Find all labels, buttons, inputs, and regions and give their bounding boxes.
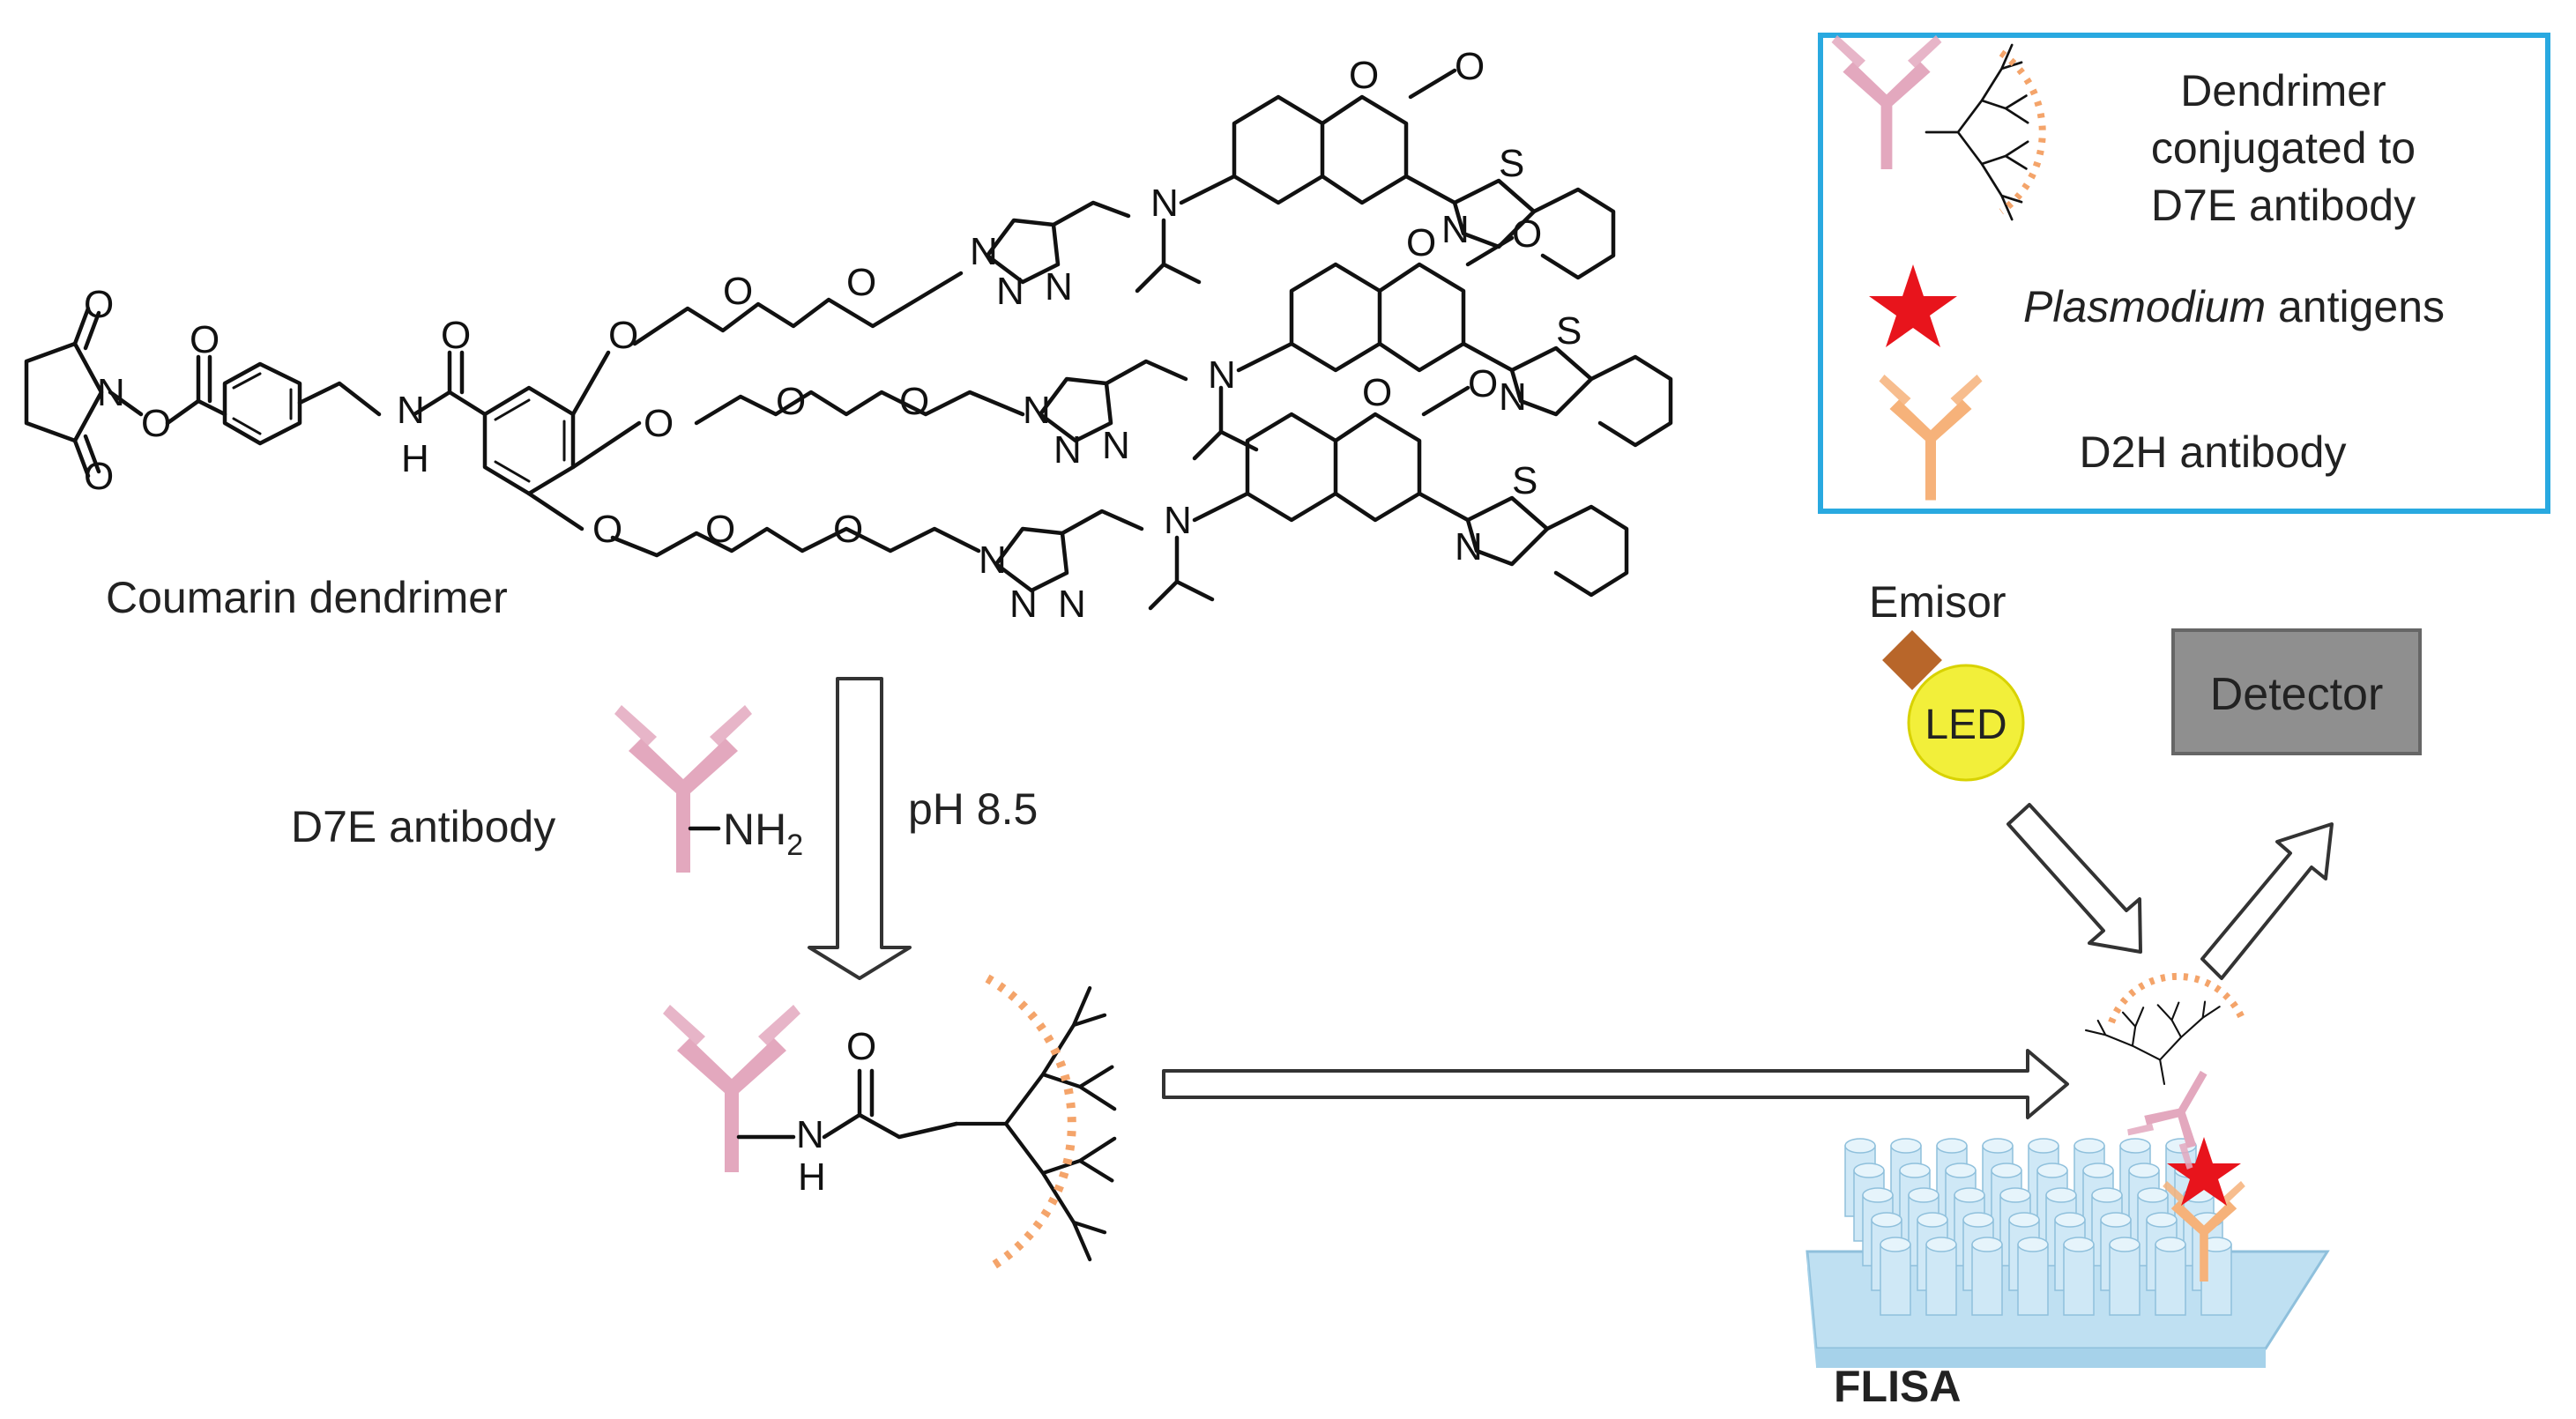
triazole-2 bbox=[1038, 359, 1188, 443]
svg-text:N: N bbox=[1455, 525, 1483, 568]
svg-text:N: N bbox=[1441, 208, 1470, 251]
detector-box bbox=[2171, 628, 2422, 755]
svg-text:H: H bbox=[401, 437, 429, 480]
dendrimer-tips bbox=[985, 974, 1076, 1274]
detector-label: Detector bbox=[2210, 669, 2384, 720]
svg-text:N: N bbox=[1208, 353, 1236, 397]
svg-text:S: S bbox=[1556, 309, 1582, 353]
central-benzene bbox=[482, 350, 642, 531]
svg-text:O: O bbox=[846, 1025, 876, 1068]
svg-text:O: O bbox=[190, 318, 220, 361]
svg-text:N: N bbox=[996, 270, 1024, 313]
plate-well bbox=[2109, 1237, 2140, 1316]
svg-text:N: N bbox=[1499, 375, 1527, 419]
svg-text:O: O bbox=[84, 455, 114, 498]
svg-text:O: O bbox=[899, 380, 929, 423]
svg-text:N: N bbox=[1164, 499, 1192, 542]
svg-text:N: N bbox=[796, 1113, 824, 1156]
reaction-arrow-down bbox=[808, 677, 912, 980]
plate-well bbox=[1971, 1237, 2003, 1316]
svg-text:O: O bbox=[846, 261, 876, 304]
svg-text:N: N bbox=[1058, 583, 1086, 626]
antibody-dendrimer-conjugate: N H O bbox=[663, 974, 1114, 1274]
process-arrow-right bbox=[1162, 1049, 2069, 1119]
plate-antigen-star-icon bbox=[2167, 1137, 2241, 1206]
excitation-arrow bbox=[2006, 803, 2142, 954]
coumarin-unit-2 bbox=[1289, 235, 1673, 448]
svg-text:N: N bbox=[1102, 424, 1130, 467]
d7e-antibody-icon bbox=[663, 1005, 800, 1172]
plate-well bbox=[2017, 1237, 2049, 1316]
svg-text:S: S bbox=[1499, 142, 1524, 185]
svg-text:O: O bbox=[1468, 362, 1498, 405]
svg-text:N: N bbox=[1053, 428, 1082, 472]
svg-text:H: H bbox=[798, 1155, 826, 1199]
svg-text:N: N bbox=[970, 230, 998, 273]
succinimide-group bbox=[24, 306, 227, 479]
triazole-3 bbox=[994, 509, 1144, 593]
svg-text:O: O bbox=[441, 314, 471, 357]
plate-well bbox=[1925, 1237, 1957, 1316]
svg-text:O: O bbox=[705, 508, 735, 551]
ph-condition-label: pH 8.5 bbox=[908, 784, 1038, 834]
svg-text:O: O bbox=[1455, 45, 1485, 88]
svg-text:O: O bbox=[84, 283, 114, 326]
legend-entry-1-line-2: conjugated to bbox=[2151, 123, 2416, 173]
coumarin-dendrimer-structure: O O N O O N H O O O O O O O O O O N N N … bbox=[24, 45, 1673, 626]
dendrimer-icon bbox=[957, 988, 1114, 1259]
svg-text:O: O bbox=[592, 508, 622, 551]
legend-antigen-star-icon bbox=[1869, 264, 1957, 347]
svg-text:LED: LED bbox=[1925, 702, 2006, 748]
svg-text:O: O bbox=[644, 402, 674, 445]
d7e-antibody-label: D7E antibody bbox=[291, 802, 555, 851]
svg-text:O: O bbox=[723, 270, 753, 313]
structure-caption: Coumarin dendrimer bbox=[106, 573, 508, 622]
svg-text:N: N bbox=[1150, 182, 1179, 225]
coumarin-unit-1 bbox=[1232, 68, 1616, 280]
svg-text:S: S bbox=[1512, 459, 1537, 502]
plate-well bbox=[2155, 1237, 2186, 1316]
svg-text:O: O bbox=[833, 508, 863, 551]
plate-well bbox=[1880, 1237, 1911, 1316]
plate-dendrimer-icon bbox=[2082, 993, 2232, 1097]
svg-text:N: N bbox=[1045, 265, 1073, 308]
legend-entry-1-line-1: Dendrimer bbox=[2180, 66, 2386, 115]
plate-well bbox=[2063, 1237, 2095, 1316]
svg-text:O: O bbox=[1362, 371, 1392, 414]
emission-arrow bbox=[2200, 822, 2334, 980]
svg-text:O: O bbox=[608, 314, 638, 357]
svg-text:O: O bbox=[1406, 221, 1436, 264]
svg-text:N: N bbox=[397, 389, 425, 432]
flisa-plate bbox=[1805, 972, 2330, 1368]
coumarin-unit-3 bbox=[1245, 385, 1629, 598]
svg-text:N: N bbox=[979, 539, 1007, 582]
svg-text:N: N bbox=[1009, 583, 1038, 626]
amine-label: NH2 bbox=[723, 805, 803, 862]
legend-entry-1-line-3: D7E antibody bbox=[2151, 181, 2416, 230]
legend-entry-3: D2H antibody bbox=[2080, 427, 2347, 477]
legend-box: Dendrimer conjugated to D7E antibody Pla… bbox=[1818, 33, 2550, 514]
svg-text:N: N bbox=[97, 371, 125, 414]
svg-text:N: N bbox=[1023, 389, 1051, 432]
benzene-ring-1 bbox=[222, 361, 382, 446]
atom-labels: O O N O O N H O O O O O O O O O O N N N … bbox=[84, 45, 1582, 626]
svg-text:O: O bbox=[141, 402, 171, 445]
led-icon: LED bbox=[1882, 630, 2025, 782]
triazole-1 bbox=[985, 200, 1131, 285]
emitter-label: Emisor bbox=[1869, 577, 2006, 627]
svg-text:O: O bbox=[776, 380, 806, 423]
legend-entry-2: Plasmodium antigens bbox=[2023, 282, 2445, 331]
svg-text:O: O bbox=[1349, 54, 1379, 97]
svg-text:O: O bbox=[1512, 212, 1542, 256]
flisa-label: FLISA bbox=[1834, 1362, 1961, 1411]
